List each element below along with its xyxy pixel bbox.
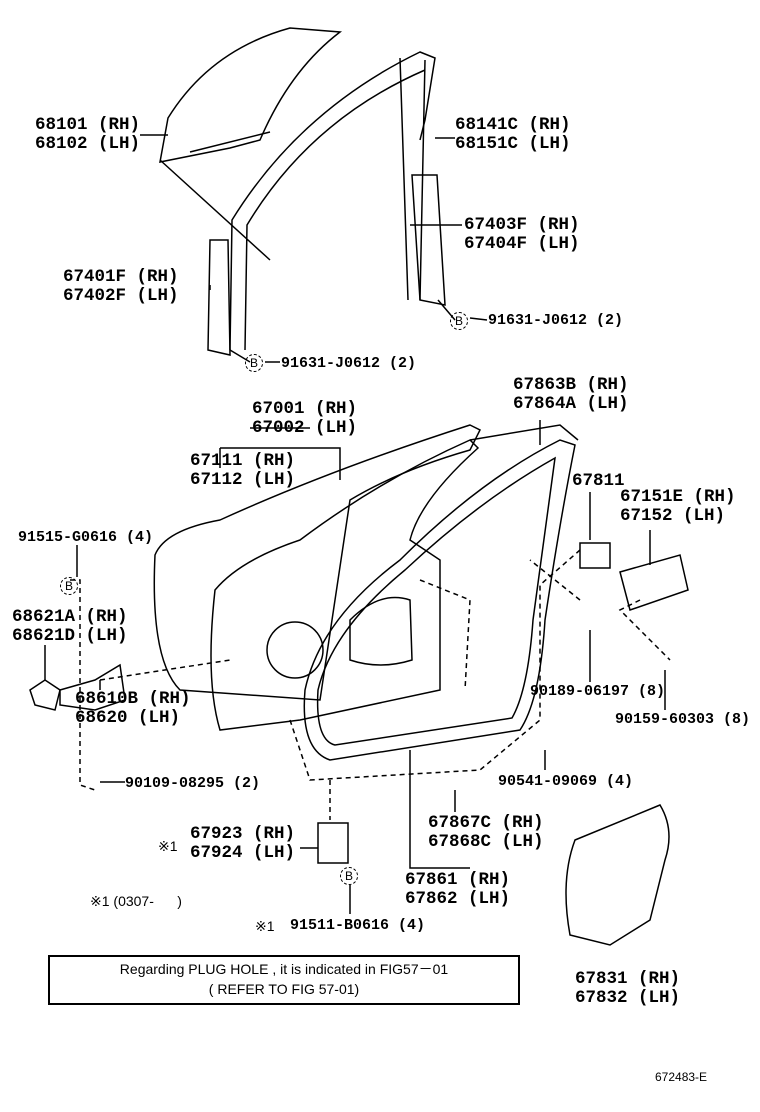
part-label-run-channel: 68141C (RH)68151C (LH): [455, 116, 571, 154]
part-number-rh: 67831 (RH): [575, 969, 681, 989]
part-number-lh: 67832 (LH): [575, 988, 681, 1008]
fastener-label: 91631-J0612 (2): [281, 355, 417, 372]
part-number-lh: 67864A (LH): [513, 394, 629, 414]
bolt-marker: B: [340, 867, 358, 885]
part-number-lh: 68102 (LH): [35, 134, 141, 154]
part-number-rh: 67867C (RH): [428, 813, 544, 833]
part-number: 67811: [572, 471, 625, 491]
weatherstrip-shape: [303, 439, 576, 761]
part-number-lh: 67404F (LH): [464, 234, 580, 254]
fastener-label: 91515-G0616 (4): [18, 529, 154, 546]
door-frame-shape: [210, 439, 480, 731]
fastener-label: 91511-B0616 (4): [290, 917, 426, 934]
door-glass-shape: [159, 27, 343, 163]
part-label-glass: 68101 (RH)68102 (LH): [35, 116, 140, 154]
figure-number: 672483-E: [655, 1070, 708, 1084]
part-number-rh: 68101 (RH): [35, 115, 141, 135]
bracket-shape: [619, 554, 689, 611]
part-label-bracket: 67151E (RH)67152 (LH): [620, 488, 736, 526]
part-number-lh: 68621D (LH): [12, 626, 128, 646]
plug-note-line2: ( REFER TO FIG 57-01): [208, 981, 360, 997]
part-number-rh: 68610B (RH): [75, 689, 191, 709]
front-division-bar-shape: [207, 239, 231, 356]
part-number-rh: 67861 (RH): [405, 870, 511, 890]
fastener-label: 90109-08295 (2): [125, 775, 261, 792]
part-number-lh: 68620 (LH): [75, 708, 181, 728]
part-label-weatherstrip-upper: 67863B (RH)67864A (LH): [513, 376, 629, 414]
part-number-rh: 67151E (RH): [620, 487, 736, 507]
check-shape: [29, 679, 61, 711]
bolt-marker: B: [245, 354, 263, 372]
fastener-label: 90541-09069 (4): [498, 773, 634, 790]
outer-panel-shape: [153, 424, 482, 701]
hinge-shape: [59, 663, 126, 711]
note-range: ※1 (0307- ): [90, 893, 182, 909]
part-number-rh: 67401F (RH): [63, 267, 179, 287]
part-label-check: 68621A (RH)68621D (LH): [12, 608, 128, 646]
hole-cover-shape: [565, 804, 670, 946]
part-number-lh: 67112 (LH): [190, 470, 296, 490]
part-label-weatherstrip-lower: 67867C (RH)67868C (LH): [428, 814, 544, 852]
part-number-rh: 68621A (RH): [12, 607, 128, 627]
run-channel-shape: [229, 51, 436, 351]
part-label-outer-panel: 67111 (RH)67112 (LH): [190, 452, 295, 490]
part-number-lh: 67152 (LH): [620, 506, 726, 526]
part-label-rear-division-bar: 67403F (RH)67404F (LH): [464, 216, 580, 254]
seal-67811-shape: [579, 542, 611, 569]
fastener-label: 90159-60303 (8): [615, 711, 751, 728]
part-number-lh: 67868C (LH): [428, 832, 544, 852]
plug-hole-note: Regarding PLUG HOLE , it is indicated in…: [48, 955, 520, 1005]
part-number-lh: 67402F (LH): [63, 286, 179, 306]
part-number-rh: 67403F (RH): [464, 215, 580, 235]
cover-shape: [317, 822, 349, 864]
note-mark: ※1: [255, 918, 275, 934]
part-number-lh: 67924 (LH): [190, 843, 296, 863]
part-number-rh: 67863B (RH): [513, 375, 629, 395]
part-number-rh: 67001 (RH): [252, 399, 358, 419]
fastener-label: 90189-06197 (8): [530, 683, 666, 700]
part-label-hole-cover: 67831 (RH)67832 (LH): [575, 970, 680, 1008]
bolt-marker: B: [450, 312, 468, 330]
part-number-rh: 67923 (RH): [190, 824, 296, 844]
part-label-cover: 67923 (RH)67924 (LH): [190, 825, 295, 863]
bolt-marker: B: [60, 577, 78, 595]
part-number-rh: 67111 (RH): [190, 451, 296, 471]
fastener-label: 91631-J0612 (2): [488, 312, 624, 329]
part-number-lh: 67862 (LH): [405, 889, 511, 909]
part-number-lh: 67002 (LH): [252, 418, 358, 438]
rear-division-bar-shape: [411, 174, 446, 306]
part-label-hinge: 68610B (RH)68620 (LH): [75, 690, 191, 728]
part-label-weatherstrip: 67861 (RH)67862 (LH): [405, 871, 510, 909]
part-label-front-division-bar: 67401F (RH)67402F (LH): [63, 268, 179, 306]
part-label-seal: 67811: [572, 472, 625, 491]
part-number-rh: 68141C (RH): [455, 115, 571, 135]
part-number-lh: 68151C (LH): [455, 134, 571, 154]
part-label-door-panel: 67001 (RH)67002 (LH): [252, 400, 357, 438]
note-mark: ※1: [158, 838, 178, 854]
plug-note-line1: Regarding PLUG HOLE , it is indicated in…: [119, 961, 449, 977]
